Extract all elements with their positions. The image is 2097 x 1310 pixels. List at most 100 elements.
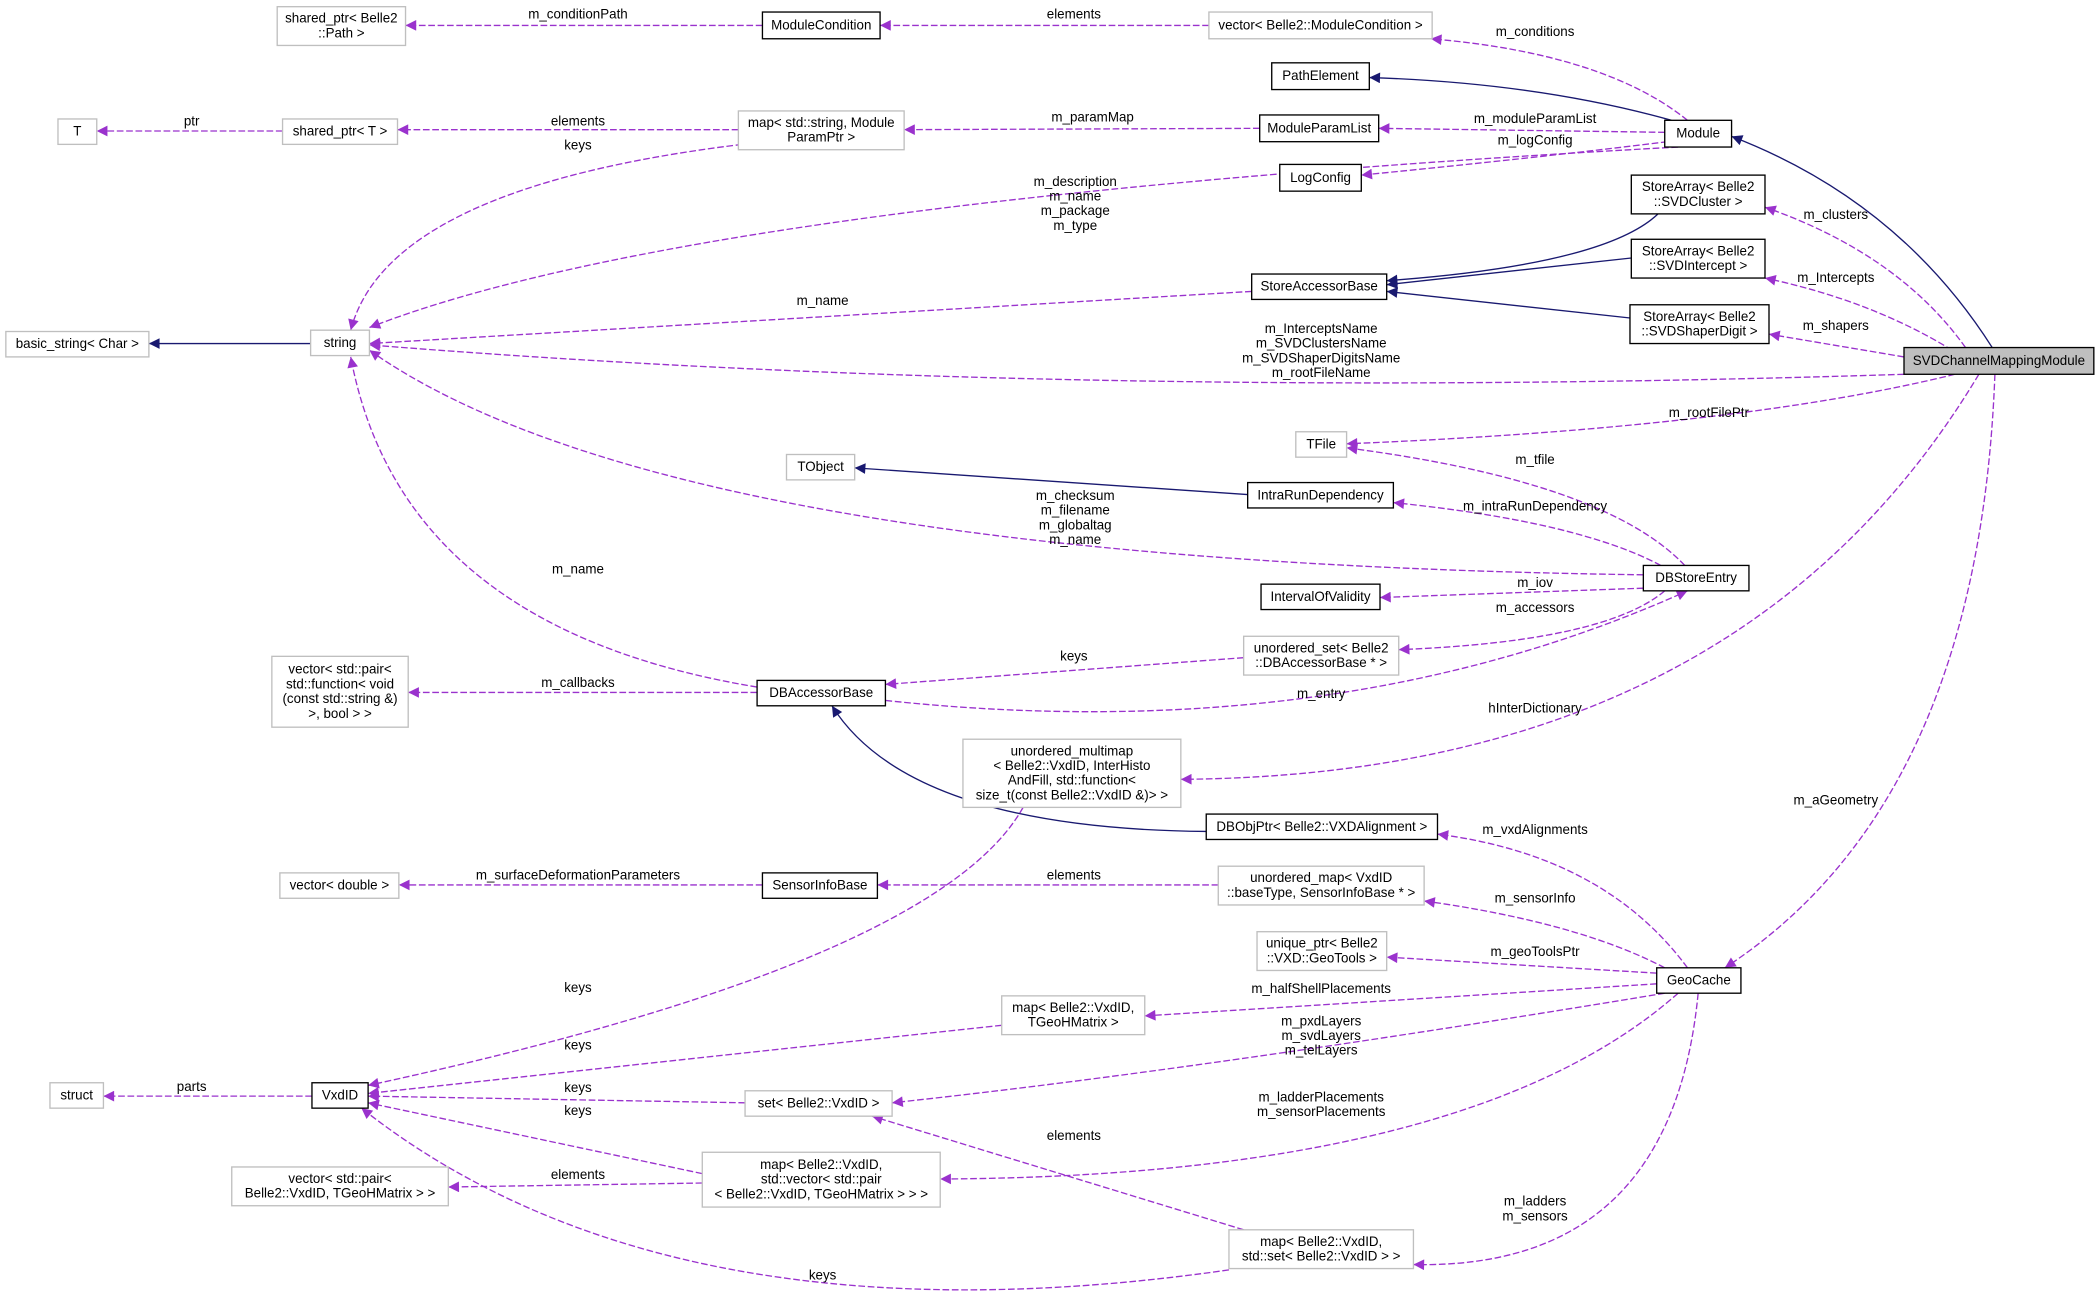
edge-geocache-to-uptr_geotools [1386, 952, 1657, 974]
node-label-line: StoreAccessorBase [1261, 279, 1378, 294]
edge-label-line: keys [564, 980, 592, 995]
node-sensorinfo[interactable]: SensorInfoBase [761, 872, 879, 899]
edge-sa_shaper-to-sab [1386, 287, 1632, 319]
edge-map_set-to-set_vxdid [871, 1114, 1244, 1231]
node-box [1630, 174, 1766, 215]
node-sa_shaper[interactable]: StoreArray< Belle2::SVDShaperDigit > [1629, 304, 1770, 345]
edge-dbstore-to-uset_dbab [1398, 590, 1666, 655]
node-label-line: DBAccessorBase [769, 685, 873, 700]
node-geocache[interactable]: GeoCache [1656, 967, 1742, 994]
node-modcond[interactable]: ModuleCondition [761, 11, 881, 40]
node-module[interactable]: Module [1664, 119, 1733, 148]
node-box [57, 118, 98, 146]
edge-uset_dbab-to-dbab [885, 657, 1244, 689]
edge-label: parts [177, 1079, 207, 1094]
edge-label-line: m_logConfig [1498, 132, 1573, 147]
node-label-line: basic_string< Char > [16, 336, 139, 351]
node-label-line: VxdID [322, 1087, 359, 1102]
node-box [1217, 865, 1425, 906]
node-label: unique_ptr< Belle2::VXD::GeoTools > [1266, 936, 1378, 966]
node-dbab[interactable]: DBAccessorBase [756, 679, 887, 707]
edge-label-line: m_ladders [1504, 1194, 1567, 1209]
edge-geocache-to-map_vec_pair [940, 992, 1679, 1185]
node-intrarun[interactable]: IntraRunDependency [1247, 481, 1395, 509]
node-label-line: unordered_set< Belle2 [1254, 640, 1389, 655]
node-box [1001, 995, 1146, 1036]
edge-label-line: m_callbacks [541, 675, 615, 690]
node-label-line: size_t(const Belle2::VxdID &)> > [976, 787, 1169, 802]
edge-label: m_conditions [1496, 24, 1575, 39]
node-label: ModuleParamList [1267, 120, 1371, 135]
node-vxdid[interactable]: VxdID [311, 1082, 369, 1109]
edge-label: m_name [552, 561, 604, 576]
node-dbobjptr[interactable]: DBObjPtr< Belle2::VXDAlignment > [1205, 813, 1439, 841]
edge-set_vxdid-to-vxdid [368, 1090, 746, 1104]
node-box [1260, 583, 1381, 611]
edge-label-line: m_sensorInfo [1495, 890, 1576, 905]
node-box [701, 1151, 941, 1208]
node-sa_intercept[interactable]: StoreArray< Belle2::SVDIntercept > [1630, 238, 1766, 279]
node-box [737, 110, 905, 151]
edge-label: keys [564, 1103, 592, 1118]
edge-label-line: keys [1060, 648, 1088, 663]
node-label-line: std::vector< std::pair [761, 1172, 882, 1187]
node-label-line: ::DBAccessorBase * > [1255, 655, 1387, 670]
node-label-line: ::Path > [318, 25, 365, 40]
edge-label: keys [564, 1037, 592, 1052]
node-label: Module [1676, 126, 1720, 141]
node-label: shared_ptr< Belle2::Path > [285, 11, 398, 41]
node-uptr_geotools: unique_ptr< Belle2::VXD::GeoTools > [1256, 931, 1388, 972]
node-label: StoreArray< Belle2::SVDShaperDigit > [1641, 309, 1757, 339]
node-label: unordered_multimap< Belle2::VxdID, Inter… [976, 743, 1169, 802]
edge-label-line: m_ladderPlacements [1258, 1089, 1384, 1104]
edge-module-to-modparamlist [1378, 123, 1665, 134]
node-sa_cluster[interactable]: StoreArray< Belle2::SVDCluster > [1630, 174, 1766, 215]
node-logconfig[interactable]: LogConfig [1279, 163, 1362, 192]
node-label-line: set< Belle2::VxdID > [758, 1095, 880, 1110]
node-label-line: map< Belle2::VxdID, [1260, 1234, 1382, 1249]
edge-map_vec_pair-to-vxdid [367, 1099, 703, 1175]
node-svdcmm[interactable]: SVDChannelMappingModule [1903, 346, 2095, 375]
node-box [1259, 114, 1380, 143]
node-label-line: map< Belle2::VxdID, [760, 1157, 882, 1172]
node-sab[interactable]: StoreAccessorBase [1251, 273, 1388, 301]
edge-geocache-to-map_tgeo [1144, 983, 1657, 1021]
node-label-line: >, bool > > [308, 706, 372, 721]
node-label-line: vector< Belle2::ModuleCondition > [1218, 17, 1422, 32]
edge-label: m_tfile [1515, 452, 1554, 467]
edge-label-line: m_filename [1041, 503, 1110, 518]
node-label: vector< double > [290, 878, 390, 893]
node-label: string [324, 335, 357, 350]
node-tobject: TObject [785, 453, 856, 481]
node-label-line: TObject [797, 459, 844, 474]
edge-label-line: m_description [1034, 174, 1117, 189]
node-box [281, 118, 399, 146]
node-dbstore[interactable]: DBStoreEntry [1642, 564, 1750, 592]
edge-label: m_halfShellPlacements [1251, 981, 1391, 996]
node-pathelem[interactable]: PathElement [1271, 62, 1370, 91]
node-box [276, 6, 407, 47]
node-label-line: GeoCache [1667, 973, 1731, 988]
node-label: vector< std::pair<Belle2::VxdID, TGeoHMa… [245, 1171, 436, 1201]
node-box [1630, 238, 1766, 279]
node-label-line: map< std::string, Module [748, 115, 895, 130]
node-label: TObject [797, 459, 844, 474]
node-modparamlist[interactable]: ModuleParamList [1259, 114, 1380, 143]
node-iov[interactable]: IntervalOfValidity [1260, 583, 1381, 611]
node-label: vector< Belle2::ModuleCondition > [1218, 17, 1422, 32]
edge-module-to-pathelem [1369, 72, 1672, 121]
node-label: ModuleCondition [771, 17, 871, 32]
node-label: map< Belle2::VxdID,TGeoHMatrix > [1012, 1000, 1134, 1030]
node-label: DBStoreEntry [1655, 570, 1737, 585]
node-label-line: IntervalOfValidity [1271, 589, 1371, 604]
node-label-line: vector< double > [290, 878, 390, 893]
node-label-line: ::VXD::GeoTools > [1267, 950, 1377, 965]
node-box [1664, 119, 1733, 148]
node-label-line: ::SVDIntercept > [1649, 258, 1748, 273]
edge-sa_cluster-to-sab [1386, 213, 1659, 286]
node-box [49, 1082, 105, 1109]
